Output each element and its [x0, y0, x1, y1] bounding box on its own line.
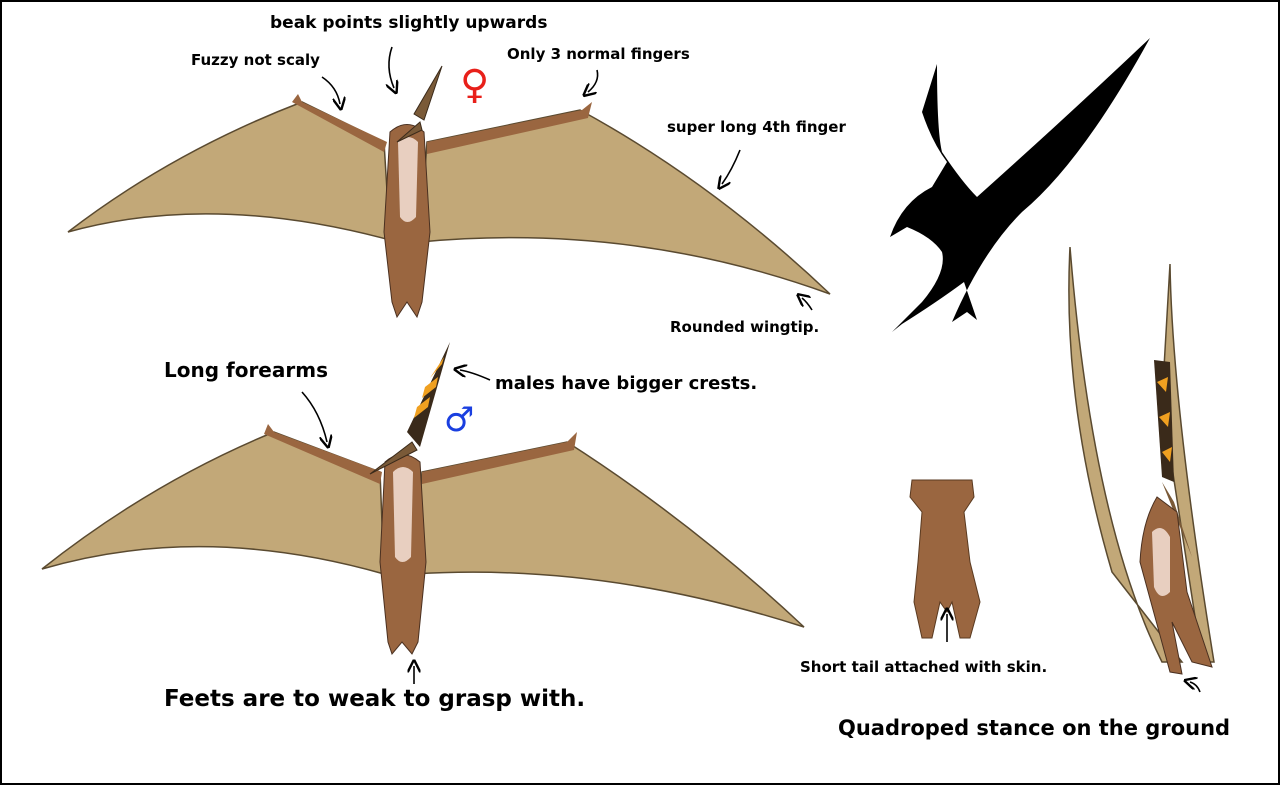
- beak: [369, 441, 418, 475]
- belly: [398, 137, 418, 222]
- annotation-forearms: Long forearms: [164, 358, 328, 382]
- annotation-arrows: [301, 46, 1201, 693]
- right-wing: [419, 109, 831, 295]
- annotation-tail: Short tail attached with skin.: [800, 658, 1048, 676]
- right-arm: [422, 432, 577, 484]
- head-beak: [396, 65, 443, 143]
- left-wing: [41, 431, 385, 576]
- left-arm: [292, 94, 387, 152]
- left-arm: [264, 424, 382, 484]
- male-pterosaur: [41, 342, 805, 656]
- belly: [393, 467, 413, 562]
- flying-silhouette: [890, 38, 1150, 332]
- annotation-fingers: Only 3 normal fingers: [507, 45, 690, 63]
- annotation-beak: beak points slightly upwards: [270, 13, 548, 33]
- right-arm: [427, 102, 592, 154]
- annotation-fourth-finger: super long 4th finger: [667, 118, 846, 136]
- crest: [407, 342, 450, 447]
- annotation-feet: Feets are to weak to grasp with.: [164, 686, 586, 712]
- back-view-body: [909, 479, 981, 639]
- annotation-fuzzy: Fuzzy not scaly: [191, 51, 320, 69]
- right-wing: [413, 441, 805, 628]
- left-wing: [67, 101, 391, 241]
- female-symbol-icon: ♀: [460, 62, 490, 108]
- annotation-wingtip: Rounded wingtip.: [670, 318, 820, 336]
- female-pterosaur: [67, 65, 831, 319]
- male-symbol-icon: ♂: [444, 400, 475, 440]
- annotation-crests: males have bigger crests.: [495, 373, 758, 394]
- annotation-stance: Quadroped stance on the ground: [838, 716, 1231, 740]
- quadruped-view: [1068, 246, 1215, 675]
